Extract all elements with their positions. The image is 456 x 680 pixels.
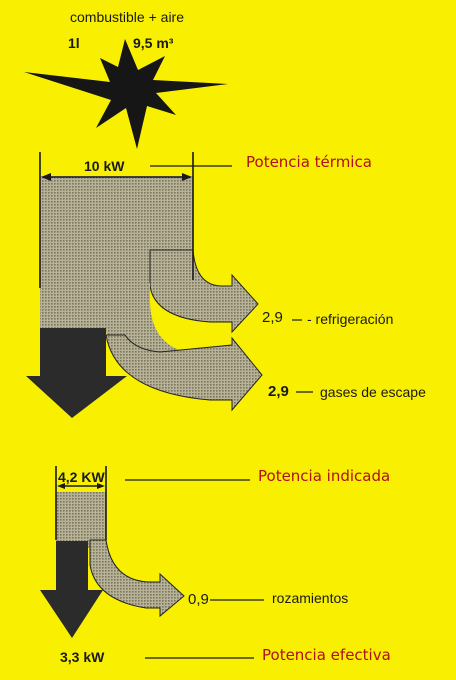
- fuel-amount: 1l: [68, 35, 80, 51]
- dimension-lines: [39, 152, 194, 540]
- cooling-loss-label: - refrigeración: [307, 311, 394, 327]
- friction-loss-label: rozamientos: [272, 590, 349, 606]
- effective-power-arrow: [40, 541, 103, 638]
- indicated-flow-block: [56, 492, 106, 548]
- thermal-power-annotation: Potencia térmica: [246, 153, 372, 171]
- exhaust-loss-value: 2,9: [268, 383, 289, 400]
- exhaust-loss-label: gases de escape: [320, 384, 426, 400]
- indicated-power-value: 4,2 KW: [58, 469, 105, 485]
- effective-power-value: 3,3 kW: [60, 649, 105, 665]
- air-amount: 9,5 m³: [133, 35, 174, 51]
- friction-loss-value: 0,9: [188, 591, 209, 608]
- indicated-power-annotation: Potencia indicada: [258, 467, 391, 485]
- friction-loss-arrow: [89, 539, 185, 618]
- effective-power-annotation: Potencia efectiva: [262, 646, 391, 664]
- leader-lines: [125, 165, 313, 659]
- inputs-label: combustible + aire: [70, 9, 185, 25]
- cooling-loss-value: 2,9: [262, 309, 283, 326]
- exhaust-loss-arrow: [105, 334, 263, 412]
- combustion-burst-icon: [24, 39, 228, 149]
- cooling-loss-arrow: [149, 249, 259, 334]
- dimension-arrowheads: [41, 173, 192, 489]
- thermal-power-value: 10 kW: [84, 158, 125, 174]
- indicated-power-arrow: [26, 328, 127, 418]
